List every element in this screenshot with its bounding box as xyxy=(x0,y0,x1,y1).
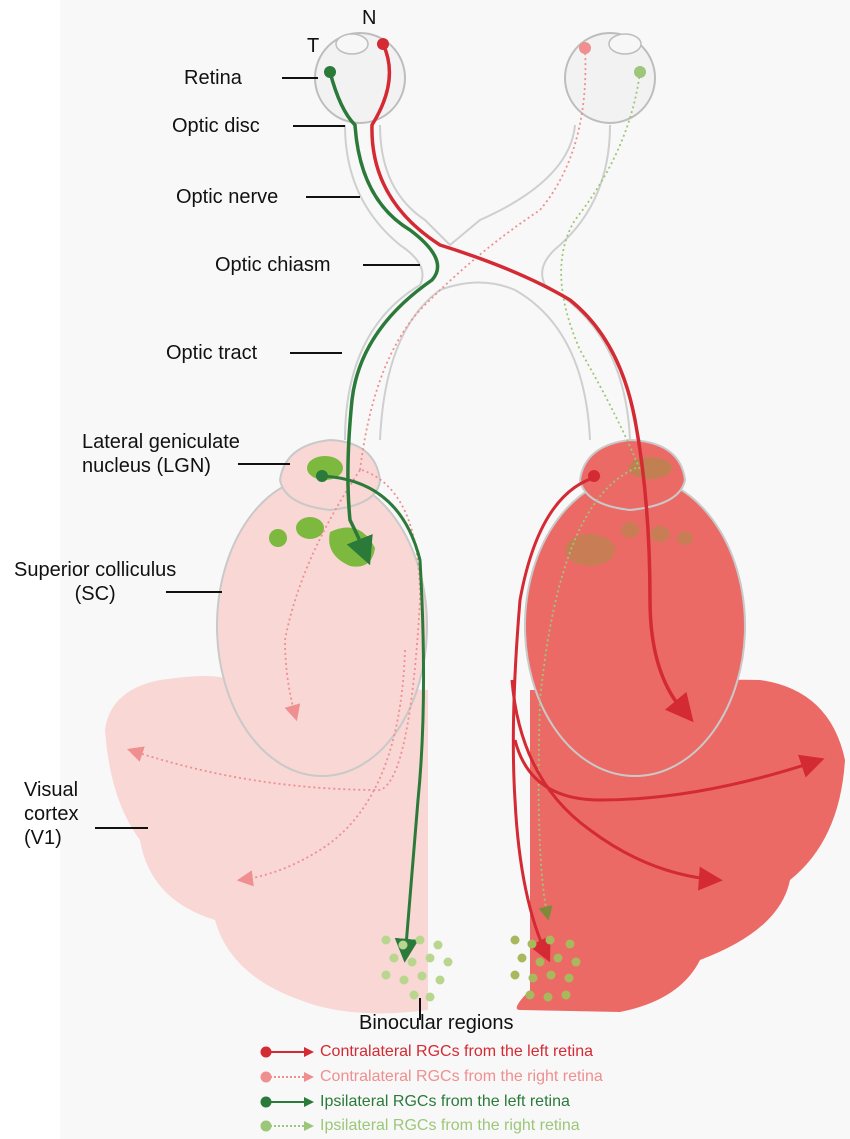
right-retina-temporal-dot xyxy=(634,66,646,78)
label-superior-colliculus: Superior colliculus (SC) xyxy=(14,558,176,606)
right-retina-nasal-dot xyxy=(579,42,591,54)
left-retina-temporal-dot xyxy=(324,66,336,78)
right-sc-olive-target-b xyxy=(621,522,639,538)
label-optic-nerve: Optic nerve xyxy=(176,185,278,209)
legend-item-contra-right: Contralateral RGCs from the right retina xyxy=(258,1066,728,1088)
left-retina-nasal-dot xyxy=(377,38,389,50)
legend-item-ipsi-left: Ipsilateral RGCs from the left retina xyxy=(258,1091,728,1113)
label-visual-cortex: Visual cortex (V1) xyxy=(24,778,78,850)
legend-label: Ipsilateral RGCs from the left retina xyxy=(320,1091,570,1113)
ipsi-left-lgn-dot xyxy=(316,470,328,482)
label-optic-tract: Optic tract xyxy=(166,341,257,365)
legend-label: Ipsilateral RGCs from the right retina xyxy=(320,1115,580,1137)
contra-left-lgn-dot xyxy=(588,470,600,482)
left-sc-green-target-b xyxy=(296,517,324,539)
legend-marker-dotted-pink xyxy=(258,1066,320,1088)
legend-item-ipsi-right: Ipsilateral RGCs from the right retina xyxy=(258,1115,728,1137)
left-eye-lens xyxy=(336,34,368,54)
legend-marker-dotted-lightgreen xyxy=(258,1115,320,1137)
right-superior-colliculus xyxy=(525,476,745,776)
right-eye-lens xyxy=(609,34,641,54)
legend-item-contra-left: Contralateral RGCs from the left retina xyxy=(258,1041,728,1063)
label-optic-chiasm: Optic chiasm xyxy=(215,253,331,277)
legend-marker-solid-red xyxy=(258,1041,320,1063)
right-sc-olive-target-d xyxy=(677,531,693,545)
label-lgn: Lateral geniculate nucleus (LGN) xyxy=(82,430,240,478)
label-temporal: T xyxy=(307,34,319,58)
label-binocular-regions: Binocular regions xyxy=(359,1011,514,1035)
label-nasal: N xyxy=(362,6,376,30)
legend-label: Contralateral RGCs from the right retina xyxy=(320,1066,603,1088)
label-retina: Retina xyxy=(184,66,242,90)
left-sc-green-target-a xyxy=(269,529,287,547)
legend-marker-solid-green xyxy=(258,1091,320,1113)
label-optic-disc: Optic disc xyxy=(172,114,260,138)
right-sc-olive-target-a xyxy=(565,534,615,566)
right-sc-olive-target-c xyxy=(650,526,670,542)
legend-label: Contralateral RGCs from the left retina xyxy=(320,1041,593,1063)
